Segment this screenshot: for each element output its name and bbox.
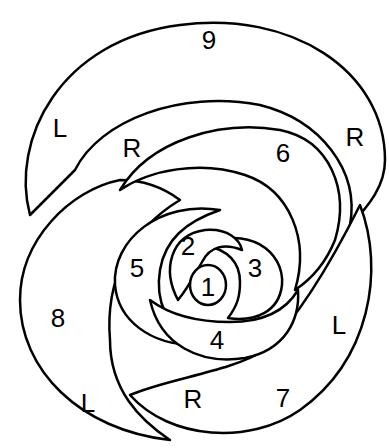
petal-number: 3 [248, 255, 262, 281]
petal-side-letter: R [184, 386, 203, 412]
petal-number: 6 [276, 140, 290, 166]
petal-number: 1 [201, 274, 215, 300]
petal-number: 9 [202, 27, 216, 53]
petal-side-letter: L [81, 390, 95, 416]
petal-side-letter: L [53, 115, 67, 141]
petal-number: 5 [130, 255, 144, 281]
petal-number: 4 [210, 327, 224, 353]
petal-side-letter: R [346, 124, 365, 150]
petal-number: 2 [181, 233, 195, 259]
petal-side-letter: L [332, 312, 346, 338]
petal-side-letter: R [123, 135, 142, 161]
petal-outline [190, 265, 226, 305]
petal-number: 8 [51, 305, 65, 331]
petal-number: 7 [276, 385, 290, 411]
